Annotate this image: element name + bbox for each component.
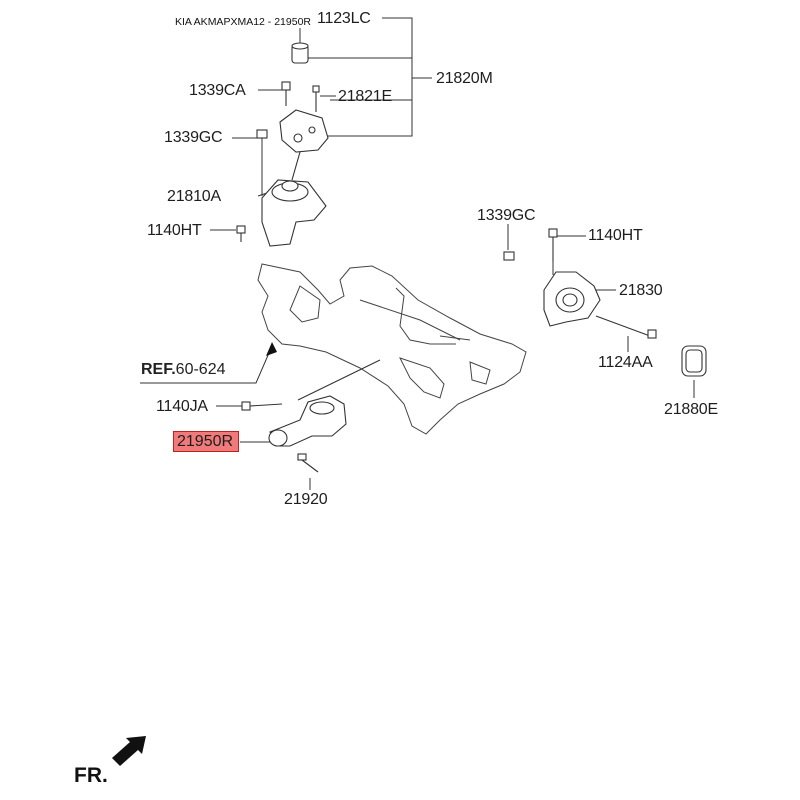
- leader-ref: [140, 345, 273, 384]
- bolt-21821e-icon: [312, 85, 320, 112]
- label-21880e[interactable]: 21880E: [664, 401, 718, 418]
- subframe-icon: [257, 263, 527, 435]
- highlighted-part-21950r[interactable]: 21950R: [173, 431, 239, 452]
- label-21810a[interactable]: 21810A: [167, 188, 221, 205]
- reference-label[interactable]: REF.60-624: [141, 361, 226, 379]
- bolt-1339gc-left-icon: [256, 129, 268, 139]
- label-1140ja[interactable]: 1140JA: [156, 398, 208, 415]
- nut-1123lc-icon: [291, 42, 309, 64]
- label-1339ca[interactable]: 1339CA: [189, 82, 246, 99]
- bolt-1124aa-icon: [595, 315, 657, 339]
- leader-21820m-bracket: [300, 17, 432, 137]
- bolt-1339ca-icon: [281, 81, 291, 106]
- label-1140ht-left[interactable]: 1140HT: [147, 222, 202, 239]
- label-1339gc-right[interactable]: 1339GC: [477, 207, 536, 224]
- diagram-title: KIA AKMAPXMA12 - 21950R: [175, 16, 311, 28]
- ref-arrow-icon: [266, 342, 277, 356]
- bolt-1140ht-right-icon: [548, 228, 558, 262]
- pad-21880e-icon: [681, 345, 707, 377]
- leader-1140ht-right: [552, 235, 586, 275]
- leader-1339gc-left: [232, 137, 263, 196]
- reference-prefix: REF.: [141, 361, 176, 378]
- label-21950r: 21950R: [177, 433, 234, 450]
- label-21830[interactable]: 21830: [619, 282, 663, 299]
- label-1123lc[interactable]: 1123LC: [317, 10, 371, 27]
- front-direction-arrow-icon: [112, 736, 146, 766]
- bolt-1339gc-right-icon: [503, 251, 515, 261]
- label-21821e[interactable]: 21821E: [338, 88, 392, 105]
- label-21920[interactable]: 21920: [284, 491, 328, 508]
- front-direction-label: FR.: [74, 764, 108, 787]
- bolt-21920-icon: [297, 453, 319, 473]
- bracket-21820m-icon: [279, 109, 329, 153]
- label-1140ht-right[interactable]: 1140HT: [588, 227, 643, 244]
- bolt-1140ht-left-icon: [236, 225, 246, 242]
- label-1124aa[interactable]: 1124AA: [598, 354, 653, 371]
- bolt-1140ja-icon: [241, 401, 283, 411]
- label-21820m[interactable]: 21820M: [436, 70, 493, 87]
- reference-value: 60-624: [175, 361, 226, 378]
- label-1339gc-left[interactable]: 1339GC: [164, 129, 223, 146]
- leader-link: [297, 359, 381, 401]
